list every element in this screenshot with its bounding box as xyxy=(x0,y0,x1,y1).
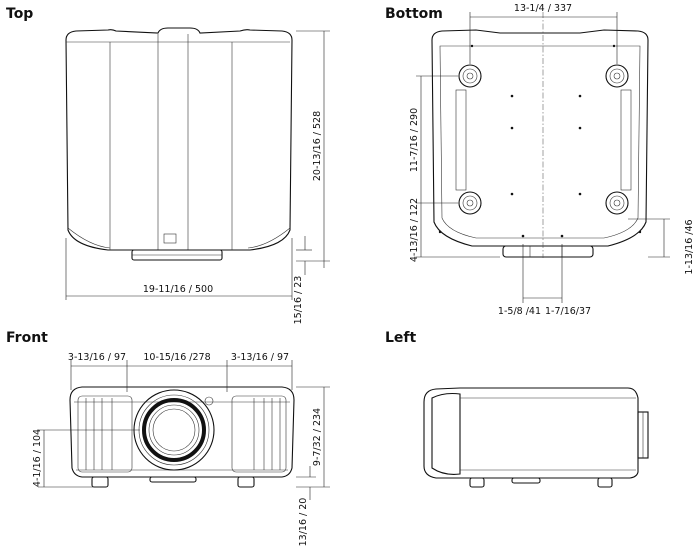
bottom-feet-spacing-x-label: 13-1/4 / 337 xyxy=(514,3,572,14)
left-view-title: Left xyxy=(385,330,417,346)
front-lens-section-label: 10-15/16 /278 xyxy=(143,352,210,363)
bottom-view-dimensions xyxy=(416,12,670,303)
bottom-center-left-label: 1-5/8 /41 xyxy=(498,306,541,317)
front-left-section-label: 3-13/16 / 97 xyxy=(68,352,126,363)
top-width-label: 19-11/16 / 500 xyxy=(143,284,213,295)
top-foot-height-label: 15/16 / 23 xyxy=(293,276,304,325)
front-height-label: 9-7/32 / 234 xyxy=(312,408,323,466)
bottom-feet-spacing-y-label: 11-7/16 / 290 xyxy=(409,108,420,172)
bottom-center-right-label: 1-7/16/37 xyxy=(545,306,591,317)
bottom-right-offset-label: 1-13/16 /46 xyxy=(684,219,695,274)
front-view-title: Front xyxy=(6,330,48,346)
bottom-front-offset-label: 4-13/16 / 122 xyxy=(409,198,420,262)
left-view-drawing xyxy=(423,387,649,488)
front-view-dimensions xyxy=(38,360,330,500)
bottom-view-title: Bottom xyxy=(385,6,443,22)
front-right-section-label: 3-13/16 / 97 xyxy=(231,352,289,363)
front-view-drawing xyxy=(69,386,295,488)
top-depth-label: 20-13/16 / 528 xyxy=(312,111,323,181)
top-view-drawing xyxy=(65,27,293,261)
top-view-dimensions xyxy=(65,30,330,300)
front-lens-center-height-label: 4-1/16 / 104 xyxy=(32,429,43,487)
front-foot-height-label: 13/16 / 20 xyxy=(298,498,309,547)
top-view-title: Top xyxy=(6,6,34,22)
bottom-view-drawing xyxy=(431,29,649,258)
